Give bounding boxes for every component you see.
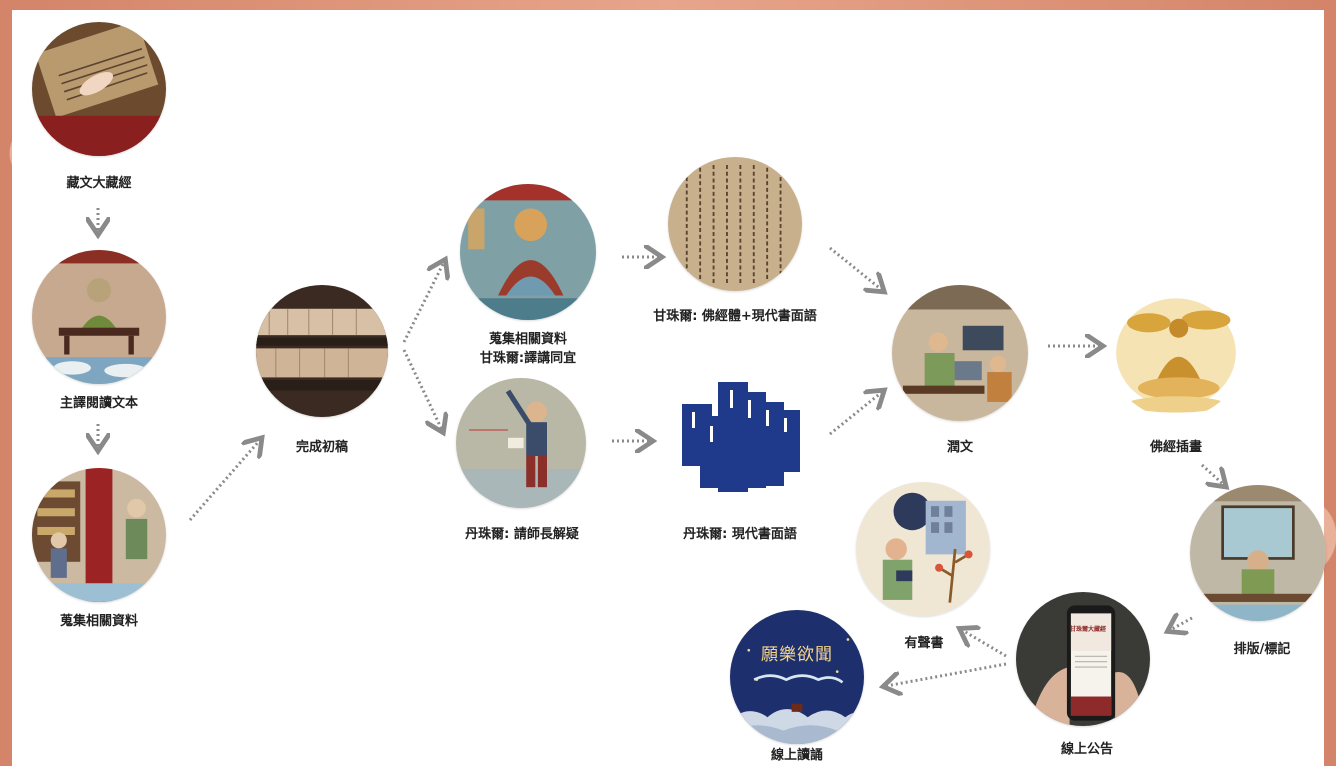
audiobook-label: 有聲書 xyxy=(904,636,944,651)
flow-arrows xyxy=(12,208,1324,766)
typesetting-painting xyxy=(1190,485,1326,621)
online-reading-card-title: 願樂欲聞 xyxy=(761,645,833,665)
tengyur-teacher-label: 丹珠爾: 請師長解疑 xyxy=(465,527,579,542)
arrow-draft-to-tengyur xyxy=(402,349,442,430)
audiobook-illustration xyxy=(856,482,990,616)
phone-screen-title: 甘珠爾大藏經 xyxy=(1070,626,1107,633)
arrow-announce-to-audiobook xyxy=(962,630,1007,658)
arrow-kangyur-style-to-polish xyxy=(829,246,882,290)
arrow-typesetting-to-announce xyxy=(1170,618,1193,630)
arrow-illustration-to-typesetting xyxy=(1200,463,1224,485)
kangyur-collect-label-line1: 蒐集相關資料 xyxy=(488,332,567,347)
arrow-draft-to-kangyur xyxy=(402,262,444,343)
kangyur-collect-painting xyxy=(460,184,596,320)
lead-translator-reading-painting xyxy=(32,250,166,384)
kangyur-style-label: 甘珠爾: 佛經體+現代書面語 xyxy=(653,309,817,324)
online-announcement-label: 線上公告 xyxy=(1060,742,1113,757)
tengyur-style-label: 丹珠爾: 現代書面語 xyxy=(683,527,797,542)
first-draft-photo xyxy=(256,285,388,417)
collect-materials-label: 蒐集相關資料 xyxy=(59,614,138,629)
polish-label: 潤文 xyxy=(946,440,973,455)
online-reading-card-image: 願樂欲聞 xyxy=(730,610,864,744)
collect-materials-painting xyxy=(32,468,166,602)
kangyur-style-manuscript xyxy=(668,157,802,291)
tibetan-canon-photo xyxy=(32,22,166,156)
tengyur-style-books-image xyxy=(680,382,804,506)
lead-translator-reading-label: 主譯閱讀文本 xyxy=(59,396,138,411)
tengyur-teacher-painting xyxy=(456,378,586,508)
illustration-label: 佛經插畫 xyxy=(1149,440,1202,455)
polish-painting xyxy=(892,285,1028,421)
flowchart-panel: 藏文大藏經 主譯閱讀文本 蒐集相關資料 xyxy=(12,10,1326,766)
arrow-announce-to-reading xyxy=(886,662,1007,686)
tibetan-canon-label: 藏文大藏經 xyxy=(66,176,132,191)
buddhist-illustration-image xyxy=(1108,282,1244,418)
arrow-tengyur-style-to-polish xyxy=(829,392,882,436)
kangyur-collect-label-line2: 甘珠爾:譯講同宜 xyxy=(479,351,577,366)
typesetting-label: 排版/標記 xyxy=(1233,642,1291,657)
first-draft-label: 完成初稿 xyxy=(295,440,348,455)
arrow-collect-to-draft xyxy=(188,440,260,521)
online-reading-label: 線上讀誦 xyxy=(770,748,823,763)
online-announcement-phone-photo: 甘珠爾大藏經 xyxy=(1016,592,1150,726)
